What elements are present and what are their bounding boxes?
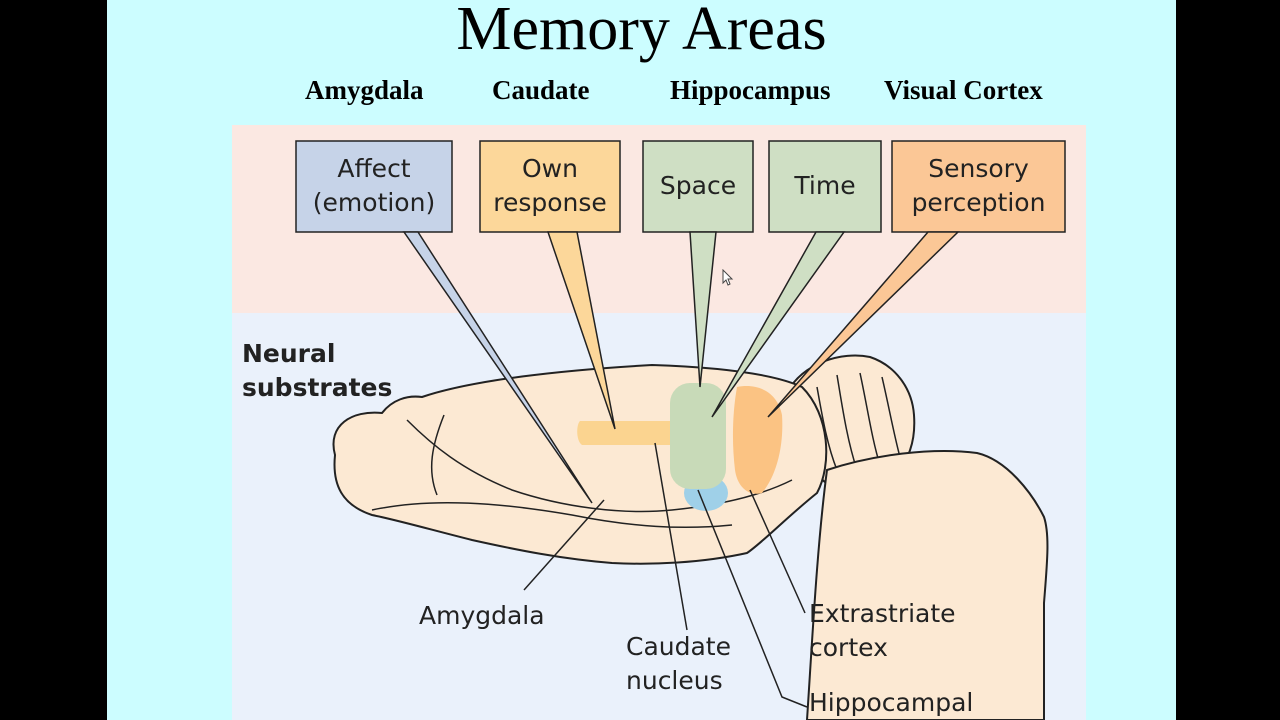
- cerebellum-fold-2: [836, 374, 858, 471]
- mouse-cursor-icon: [722, 269, 734, 286]
- cerebellum-fold-1: [816, 386, 838, 471]
- pointer-space: [689, 231, 717, 388]
- callout-box-affect: [295, 140, 453, 233]
- callout-box-sensory: [891, 140, 1066, 233]
- neural-substrates-heading: Neural substrates: [242, 337, 392, 405]
- pointer-time: [711, 231, 846, 418]
- slide-title: Memory Areas: [456, 0, 827, 63]
- callout-time: Time: [794, 171, 856, 200]
- leader-caudate: [654, 442, 688, 631]
- pointer-sensory: [767, 231, 960, 418]
- label-caudate: Caudate: [492, 75, 590, 105]
- label-amygdala: Amygdala: [305, 75, 424, 105]
- label-caudate-line1: Caudate: [626, 632, 731, 661]
- callout-own-response-line2: response: [493, 188, 607, 217]
- olfactory-curve: [430, 414, 445, 496]
- brain-inner-curve: [406, 419, 793, 513]
- callout-box-space: [642, 140, 754, 233]
- brainstem: [805, 449, 1049, 720]
- slide: Memory Areas Amygdala Caudate Hippocampu…: [107, 0, 1176, 720]
- cerebellum-fold-4: [881, 376, 901, 458]
- pointer-own-response: [546, 231, 616, 430]
- callout-own-response: Own response: [480, 152, 620, 220]
- label-extrastriate-cortex: Extrastriate cortex: [809, 597, 956, 665]
- leader-hippocampal: [697, 489, 808, 708]
- label-extrastriate-line2: cortex: [809, 633, 888, 662]
- label-amygdala-region: Amygdala: [419, 601, 545, 630]
- label-extrastriate-line1: Extrastriate: [809, 599, 956, 628]
- label-hippocampus: Hippocampus: [670, 75, 831, 105]
- pointer-affect: [402, 231, 593, 504]
- label-visual-cortex: Visual Cortex: [884, 75, 1043, 105]
- figure-graphics: [232, 125, 1086, 720]
- callout-space: Space: [659, 171, 737, 200]
- neural-line1: Neural: [242, 339, 336, 368]
- brain-lower-curve: [371, 501, 733, 529]
- callout-own-response-line1: Own: [522, 154, 578, 183]
- region-visual-cortex: [732, 386, 783, 494]
- label-hippocampal: Hippocampal: [809, 688, 974, 717]
- region-hippocampus: [670, 383, 726, 489]
- callout-affect-line1: Affect: [337, 154, 411, 183]
- callout-sensory-line1: Sensory: [928, 154, 1029, 183]
- neural-line2: substrates: [242, 373, 393, 402]
- label-caudate-line2: nucleus: [626, 666, 723, 695]
- leader-extrastriate: [749, 489, 806, 614]
- callout-sensory-line2: perception: [911, 188, 1046, 217]
- label-caudate-nucleus: Caudate nucleus: [626, 630, 731, 698]
- callout-affect: Affect (emotion): [296, 152, 452, 220]
- callout-affect-line2: (emotion): [312, 188, 436, 217]
- callout-box-own-response: [479, 140, 621, 233]
- leader-amygdala: [523, 499, 605, 591]
- callout-box-time: [768, 140, 882, 233]
- callout-sensory-perception: Sensory perception: [892, 152, 1065, 220]
- region-caudate: [577, 421, 677, 445]
- brain-figure: Affect (emotion) Own response Space Time…: [232, 125, 1086, 720]
